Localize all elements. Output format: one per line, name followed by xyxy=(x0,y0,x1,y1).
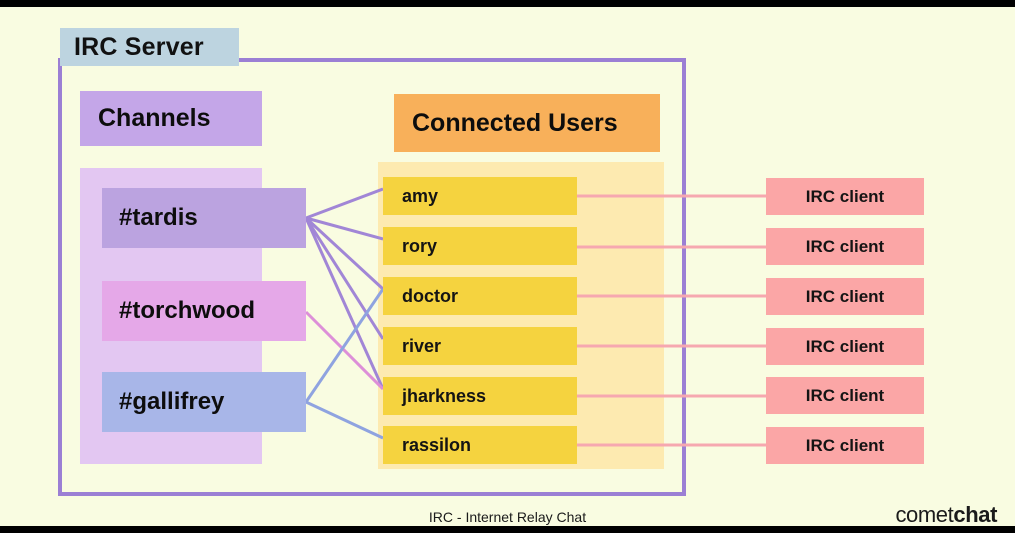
irc-server-label: IRC Server xyxy=(60,28,239,66)
user-item-river[interactable]: river xyxy=(383,327,577,365)
irc-client-box[interactable]: IRC client xyxy=(766,427,924,464)
user-item-amy[interactable]: amy xyxy=(383,177,577,215)
logo-light-part: comet xyxy=(895,502,954,527)
channel-item-tardis[interactable]: #tardis xyxy=(102,188,306,248)
channel-item-gallifrey[interactable]: #gallifrey xyxy=(102,372,306,432)
diagram-caption: IRC - Internet Relay Chat xyxy=(428,509,587,525)
irc-client-box[interactable]: IRC client xyxy=(766,278,924,315)
user-item-doctor[interactable]: doctor xyxy=(383,277,577,315)
irc-client-box[interactable]: IRC client xyxy=(766,377,924,414)
irc-client-box[interactable]: IRC client xyxy=(766,328,924,365)
cometchat-logo: cometchat xyxy=(895,502,997,528)
channels-header: Channels xyxy=(80,91,262,146)
user-item-rory[interactable]: rory xyxy=(383,227,577,265)
user-item-rassilon[interactable]: rassilon xyxy=(383,426,577,464)
connected-users-header: Connected Users xyxy=(394,94,660,152)
logo-bold-part: chat xyxy=(953,502,997,527)
irc-client-box[interactable]: IRC client xyxy=(766,228,924,265)
user-item-jharkness[interactable]: jharkness xyxy=(383,377,577,415)
irc-client-box[interactable]: IRC client xyxy=(766,178,924,215)
irc-server-container xyxy=(58,58,686,496)
diagram-canvas: IRC Server Channels #tardis #torchwood #… xyxy=(0,7,1015,528)
channel-item-torchwood[interactable]: #torchwood xyxy=(102,281,306,341)
